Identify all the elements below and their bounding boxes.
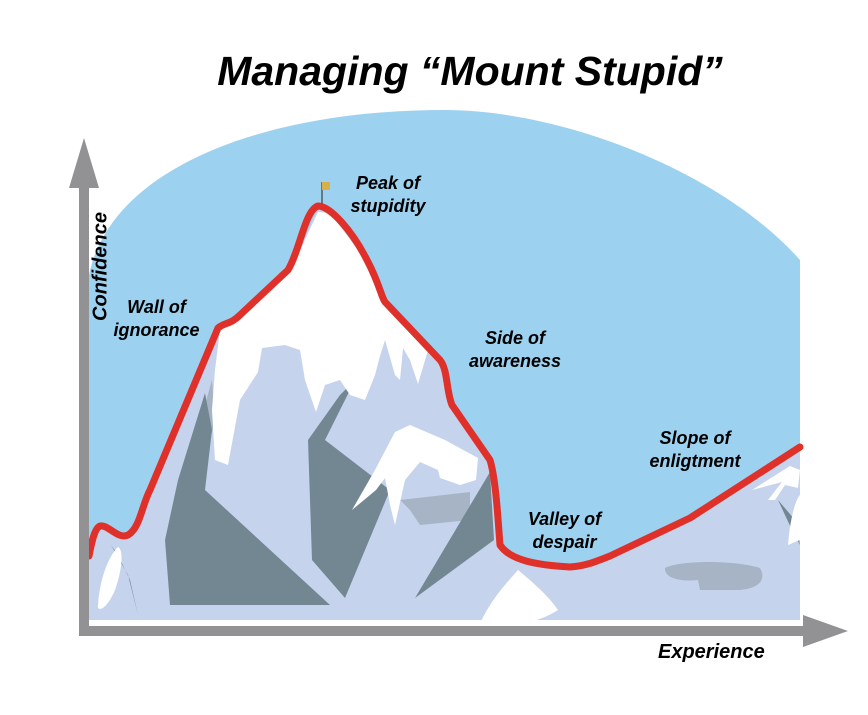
stage-label-line: stupidity [350, 196, 426, 216]
y-axis-arrow-icon [69, 138, 99, 188]
page-title: Managing “Mount Stupid” [0, 48, 868, 95]
mountain-shadow-left [165, 393, 330, 605]
stage-label-line: Valley of [527, 509, 602, 529]
stage-label-valley-of-despair: Valley of despair [512, 508, 617, 554]
mountain-shadow-right [415, 472, 494, 598]
stage-label-wall-of-ignorance: Wall of ignorance [104, 296, 209, 342]
mountain-midtone-right [400, 492, 470, 525]
stage-label-line: enligtment [649, 451, 741, 471]
flag-icon [322, 182, 330, 190]
snow-streak-far-right [752, 466, 800, 500]
snow-streak-left [98, 547, 122, 609]
x-axis-arrow-icon [803, 615, 848, 647]
snow-patch-bottom [478, 570, 558, 628]
stage-label-slope-of-enlightenment: Slope of enligtment [640, 427, 750, 473]
stage-label-side-of-awareness: Side of awareness [460, 327, 570, 373]
stage-label-peak-of-stupidity: Peak of stupidity [338, 172, 438, 218]
snow-cap-main [212, 212, 428, 465]
stage-label-line: Wall of [127, 297, 186, 317]
stage-label-line: Slope of [659, 428, 731, 448]
x-axis-label: Experience [658, 641, 765, 663]
snow-tongue-right [352, 425, 478, 525]
snow-streak-far-right-2 [788, 495, 800, 545]
title-text: Managing “Mount Stupid” [217, 48, 723, 94]
mountain-shadow-center [308, 380, 390, 598]
x-axis-line [79, 626, 803, 636]
stage-label-line: despair [532, 532, 597, 552]
stage-label-line: awareness [468, 351, 562, 371]
stage-label-line: ignorance [113, 320, 200, 340]
y-axis-line [79, 188, 89, 636]
stage-label-line: Peak of [355, 173, 421, 193]
mountain-midtone-blob [664, 562, 763, 590]
confidence-curve [85, 202, 804, 571]
stage-label-line: Side of [484, 328, 545, 348]
